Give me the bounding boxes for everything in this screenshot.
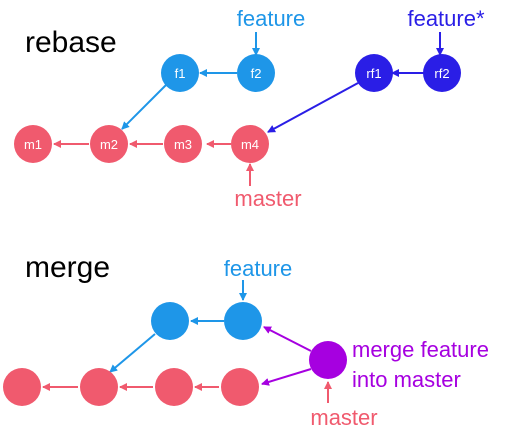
merge-section: merge feature master merge feature into … <box>3 251 489 430</box>
edge-rf1-m4 <box>267 82 359 133</box>
commit-m2: m2 <box>90 125 128 163</box>
commit-label: m4 <box>241 137 259 152</box>
merge-commit <box>309 341 347 379</box>
commit-rf1: rf1 <box>355 54 393 92</box>
commit-label: m1 <box>24 137 42 152</box>
commit-label: rf1 <box>366 66 381 81</box>
commit-m3: m3 <box>164 125 202 163</box>
commit-f1: f1 <box>161 54 199 92</box>
merge-master-commit-3 <box>155 368 193 406</box>
edge-feature-1-master <box>109 333 156 373</box>
rebase-title: rebase <box>25 26 117 59</box>
merge-commit-label-line2: into master <box>352 367 461 392</box>
merge-master-ref-label: master <box>310 405 377 430</box>
master-ref-label: master <box>234 186 301 211</box>
merge-feature-commit-1 <box>151 302 189 340</box>
feature-ref-label: feature <box>237 6 306 31</box>
commit-f2: f2 <box>237 54 275 92</box>
commit-m1: m1 <box>14 125 52 163</box>
commit-rf2: rf2 <box>423 54 461 92</box>
merge-feature-commit-2 <box>224 302 262 340</box>
commit-label: f2 <box>251 66 262 81</box>
merge-master-commit-2 <box>80 368 118 406</box>
merge-master-commit-1 <box>3 368 41 406</box>
edge-merge-feature <box>263 326 312 352</box>
commit-label: m2 <box>100 137 118 152</box>
commit-label: f1 <box>175 66 186 81</box>
merge-commit-label-line1: merge feature <box>352 337 489 362</box>
rebase-section: rebase m1 m2 m3 m4 <box>14 6 485 211</box>
edge-f1-m2 <box>121 84 167 130</box>
merge-feature-ref-label: feature <box>224 256 293 281</box>
merge-title: merge <box>25 251 110 284</box>
commit-label: m3 <box>174 137 192 152</box>
merge-master-commit-4 <box>221 368 259 406</box>
commit-m4: m4 <box>231 125 269 163</box>
commit-label: rf2 <box>434 66 449 81</box>
edge-merge-master <box>261 368 312 386</box>
rebased-ref-label: feature* <box>407 6 484 31</box>
